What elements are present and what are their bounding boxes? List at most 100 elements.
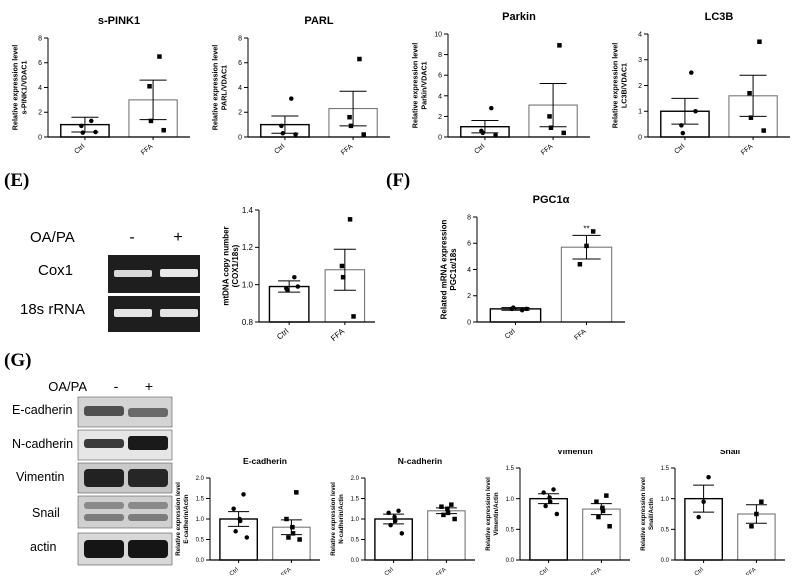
data-point <box>480 130 486 136</box>
y-tick-label: 2 <box>638 83 642 90</box>
data-point <box>747 90 752 96</box>
blot-g-row-vimentin: Vimentin <box>16 470 64 484</box>
blot-g-row-e-cadherin: E-cadherin <box>12 403 72 417</box>
data-point <box>361 132 366 137</box>
gel-e-lane-plus: + <box>173 229 182 246</box>
data-point <box>548 125 554 130</box>
data-point <box>347 217 353 222</box>
data-point <box>399 531 405 536</box>
data-point <box>89 118 94 124</box>
y-tick-label: 1.5 <box>351 497 360 503</box>
data-point <box>761 128 766 133</box>
data-point <box>237 518 243 524</box>
y-axis-label: Snail/Actin <box>648 498 655 530</box>
bar <box>374 518 414 561</box>
data-point <box>231 506 236 511</box>
blot-g-condition-label: OA/PA <box>48 379 87 394</box>
y-axis-label: PGC1α/18s <box>449 248 458 291</box>
y-axis-label: Relative expression level <box>11 45 20 131</box>
data-point <box>286 535 291 540</box>
data-point <box>161 127 166 133</box>
x-tick-label: FFA <box>435 567 447 575</box>
data-point <box>148 118 154 124</box>
y-axis-label: Parkin/VDAC1 <box>419 61 428 109</box>
data-point <box>340 274 346 280</box>
y-tick-label: 0.5 <box>506 527 515 533</box>
y-tick-label: 1.0 <box>196 517 205 523</box>
y-tick-label: 0.5 <box>661 527 670 533</box>
gel-e-18s-band-ctrl <box>114 309 152 317</box>
y-tick-label: 1.5 <box>661 466 670 472</box>
panel-label-e: (E) <box>4 170 30 191</box>
data-point <box>511 305 516 310</box>
y-tick-label: 1.5 <box>506 466 515 472</box>
bar <box>560 246 613 323</box>
data-point <box>351 314 356 319</box>
data-point <box>290 524 295 530</box>
x-tick-label: Ctrl <box>73 143 86 156</box>
y-tick-label: 2.0 <box>196 476 205 482</box>
data-point <box>348 123 354 129</box>
x-tick-label: Ctrl <box>229 567 240 575</box>
bar <box>582 508 621 561</box>
data-point <box>396 508 401 514</box>
data-point <box>604 493 609 498</box>
data-point <box>551 487 556 492</box>
data-point <box>294 490 299 495</box>
chart-title: PARL <box>304 15 333 27</box>
blot-g-row-actin: actin <box>30 540 56 554</box>
y-tick-label: 0 <box>38 134 42 141</box>
data-point <box>295 284 301 289</box>
y-tick-label: 2 <box>438 114 442 121</box>
y-tick-label: 4 <box>638 31 642 38</box>
data-point <box>290 531 296 536</box>
data-point <box>590 229 596 234</box>
data-point <box>696 514 701 520</box>
data-point <box>79 123 84 129</box>
significance-label: ** <box>583 224 589 233</box>
data-point <box>280 131 286 136</box>
y-tick-label: 2 <box>238 110 242 117</box>
data-point <box>388 522 393 528</box>
y-tick-label: 4 <box>238 85 242 92</box>
data-point <box>449 502 454 507</box>
data-point <box>445 506 450 511</box>
data-point <box>689 70 694 75</box>
chart-title: s-PINK1 <box>98 15 140 27</box>
y-axis-label: Relative expression level <box>330 482 337 556</box>
data-point <box>547 499 553 504</box>
data-point <box>757 39 762 44</box>
gel-e-cox1-band-ffa <box>160 269 198 277</box>
gel-e-cox1-band-ctrl <box>114 270 152 277</box>
blot-g-snail-strip <box>77 495 173 529</box>
panel-label-f: (F) <box>386 170 411 191</box>
data-point <box>547 114 552 119</box>
chart-title: LC3B <box>705 11 734 23</box>
y-axis-label: Relative expression level <box>411 43 420 129</box>
y-axis-label: Relative expression level <box>640 477 647 551</box>
data-point <box>233 529 238 534</box>
x-tick-label: Ctrl <box>673 143 686 156</box>
y-tick-label: 2 <box>38 110 42 117</box>
x-tick-label: FFA <box>590 567 602 575</box>
data-point <box>557 43 562 48</box>
data-point <box>80 130 86 135</box>
data-point <box>293 132 298 137</box>
data-point <box>439 504 444 509</box>
data-point <box>289 96 294 101</box>
y-tick-label: 1.0 <box>661 497 670 503</box>
gel-e-condition-label: OA/PA <box>30 229 75 246</box>
bar <box>427 510 466 561</box>
data-point <box>749 524 754 529</box>
y-axis-label: Relative expression level <box>485 477 492 551</box>
bar <box>489 308 542 323</box>
y-axis-label: (COX1/18s) <box>231 244 240 287</box>
y-tick-label: 1.5 <box>196 497 205 503</box>
data-point <box>339 263 345 269</box>
x-tick-label: FFA <box>573 328 588 342</box>
